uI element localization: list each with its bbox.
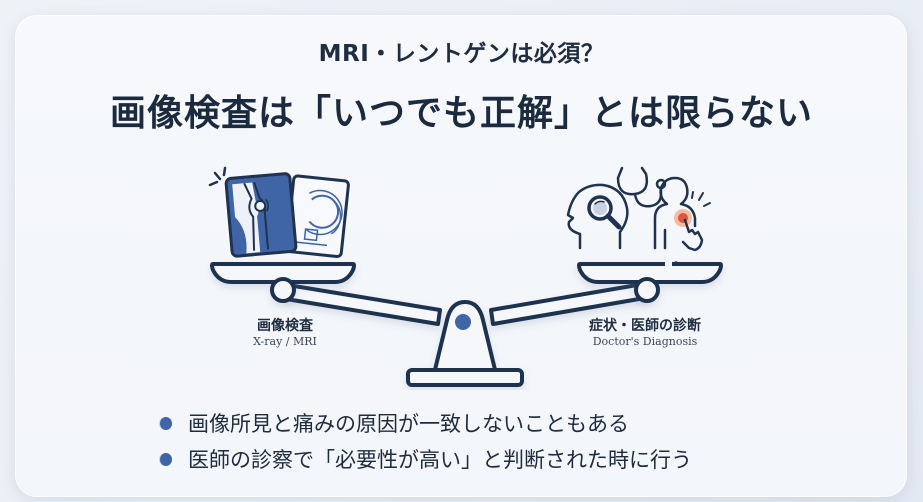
left-pan-sublabel: X-ray / MRI [253, 335, 317, 348]
right-pan-label: 症状・医師の診断 [589, 318, 701, 334]
right-pan-sublabel: Doctor's Diagnosis [592, 335, 698, 348]
bullet-list: 画像所見と痛みの原因が一致しないこともある 医師の診察で「必要性が高い」と判断さ… [160, 405, 692, 477]
doctor-diagnosis-icon [566, 166, 711, 252]
slide-subtitle: MRI・レントゲンは必須？ [318, 41, 605, 67]
balance-scale-illustration: 画像検査 X-ray / MRI 症状・医師の診断 Doctor's Diagn… [195, 160, 735, 390]
xray-mri-icon [208, 166, 350, 259]
bullet-text: 医師の診察で「必要性が高い」と判断された時に行う [188, 448, 692, 472]
bullet-item: 医師の診察で「必要性が高い」と判断された時に行う [160, 441, 692, 477]
left-pan-label: 画像検査 [257, 318, 313, 334]
balance-scale-icon [208, 166, 723, 387]
bullet-dot-icon [160, 452, 172, 466]
slide-title: 画像検査は「いつでも正解」とは限らない [109, 93, 813, 134]
bullet-item: 画像所見と痛みの原因が一致しないこともある [160, 405, 692, 441]
bullet-text: 画像所見と痛みの原因が一致しないこともある [188, 412, 629, 436]
bullet-dot-icon [160, 416, 172, 430]
